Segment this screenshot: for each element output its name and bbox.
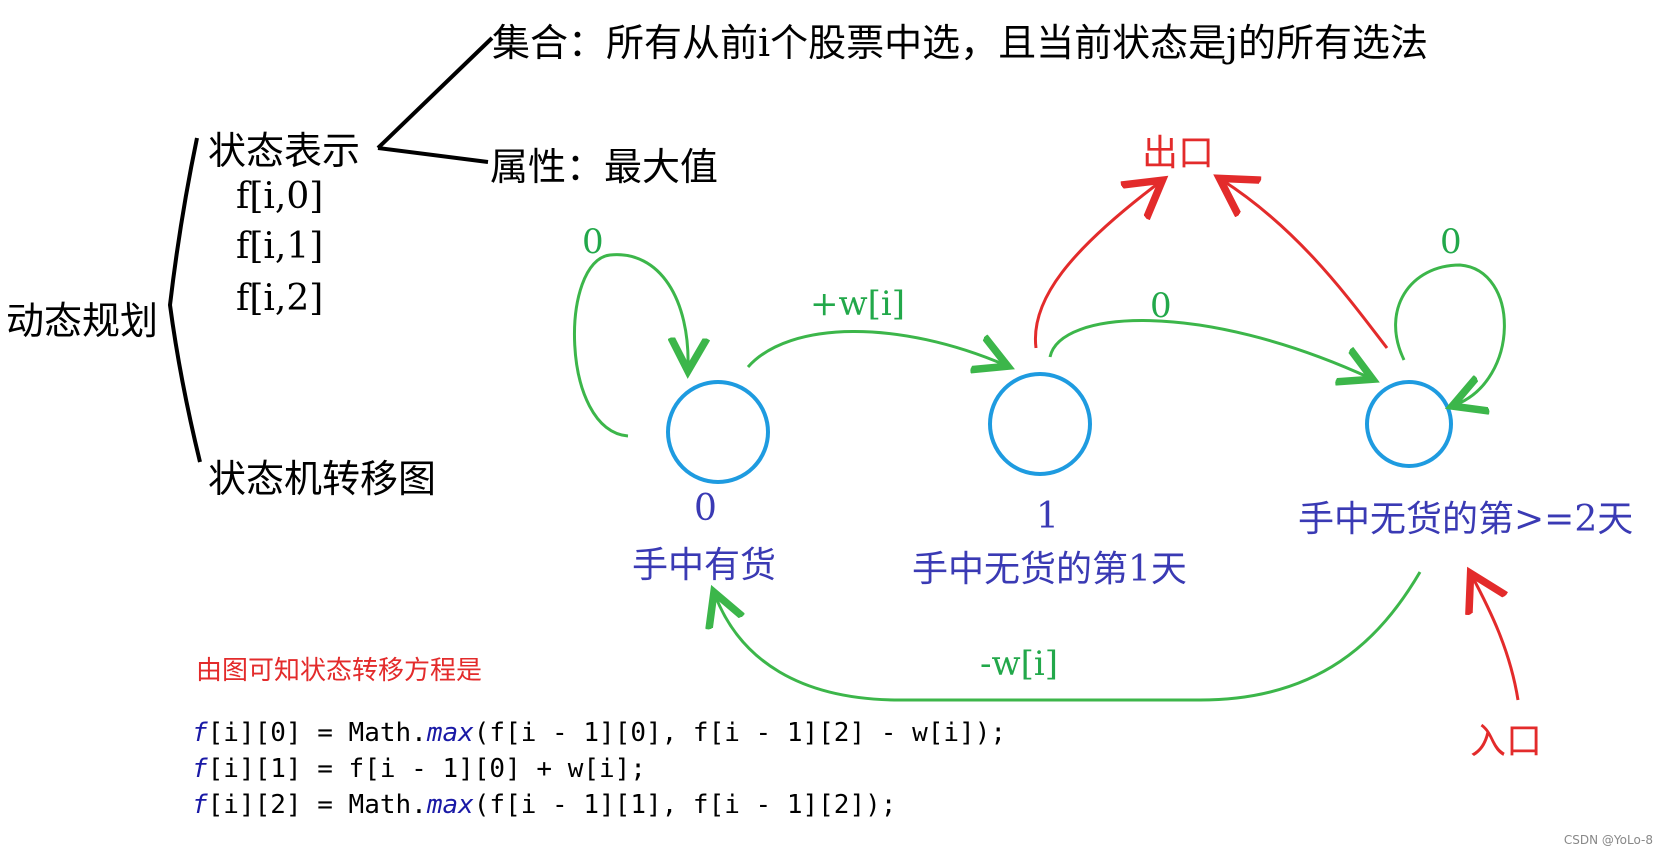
edge-self-loop-2 (1394, 263, 1506, 405)
node-0-id: 0 (694, 488, 717, 529)
node-2-circle (1365, 380, 1453, 468)
label-self-loop-0: 0 (582, 222, 604, 262)
equation-title: 由图可知状态转移方程是 (196, 656, 483, 686)
code-line-3: f[i][2] = Math.max(f[i - 1][1], f[i - 1]… (192, 790, 897, 820)
fsm-label: 状态机转移图 (208, 457, 437, 501)
edge-1-to-2 (1048, 319, 1370, 378)
branch-to-set (376, 36, 494, 150)
state-f-i-2: f[i,2] (236, 278, 324, 319)
attribute-definition: 属性：最大值 (490, 145, 719, 189)
set-definition: 集合：所有从前i个股票中选，且当前状态是j的所有选法 (492, 21, 1428, 65)
code-line-2: f[i][1] = f[i - 1][0] + w[i]; (192, 754, 646, 784)
state-f-i-0: f[i,0] (236, 176, 324, 217)
node-0-label: 手中有货 (632, 545, 777, 586)
node-1-label: 手中无货的第1天 (912, 549, 1187, 590)
state-repr-label: 状态表示 (208, 129, 361, 173)
label-edge-1-2: 0 (1150, 286, 1172, 326)
entry-label: 入口 (1470, 721, 1543, 762)
code-line-1: f[i][0] = Math.max(f[i - 1][0], f[i - 1]… (192, 718, 1006, 748)
exit-arrow-from-1 (1033, 182, 1160, 349)
state-f-i-1: f[i,1] (236, 226, 324, 267)
node-0-circle (666, 380, 770, 484)
edge-0-to-1 (746, 330, 1005, 367)
entry-arrow (1472, 576, 1520, 701)
root-label: 动态规划 (6, 299, 159, 343)
exit-label: 出口 (1142, 133, 1215, 174)
edge-self-loop-0 (573, 253, 688, 438)
label-edge-2-0: -w[i] (980, 644, 1058, 684)
edge-2-to-0 (715, 571, 1422, 702)
root-bracket (167, 137, 202, 463)
node-1-circle (988, 372, 1092, 476)
branch-to-attr (377, 146, 489, 164)
watermark: CSDN @YoLo-8 (1563, 833, 1653, 847)
node-2-label: 手中无货的第>=2天 (1298, 499, 1634, 540)
label-self-loop-2: 0 (1440, 222, 1462, 262)
node-1-id: 1 (1036, 496, 1059, 537)
label-edge-0-1: +w[i] (810, 284, 905, 324)
exit-arrow-from-2 (1222, 180, 1389, 349)
